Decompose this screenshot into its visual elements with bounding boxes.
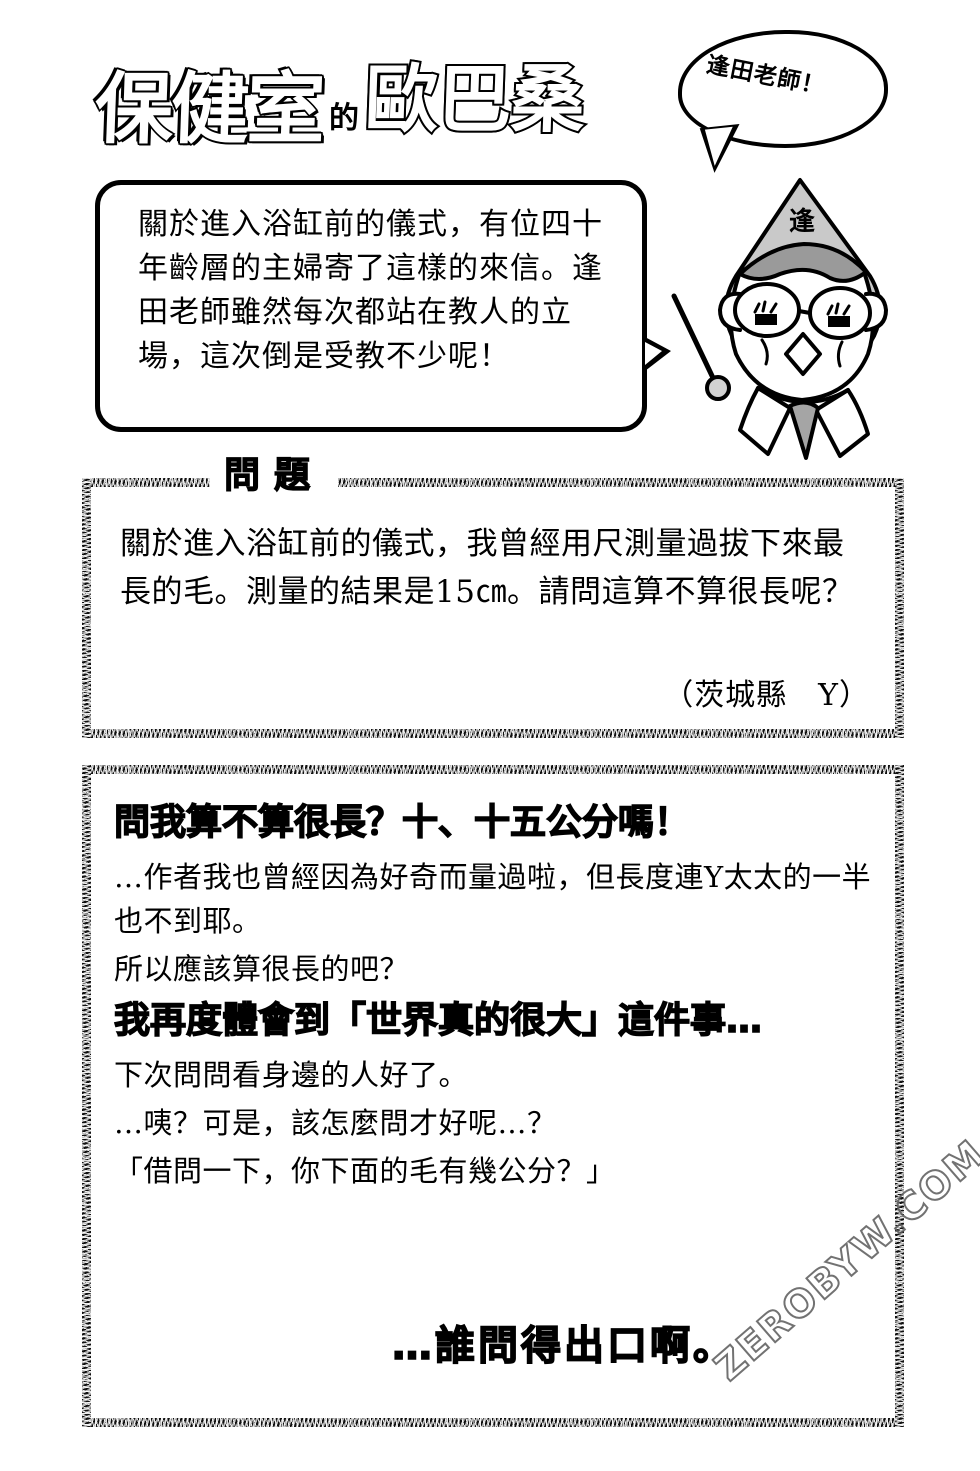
left-cheek-line (760, 338, 769, 366)
page-title: 保健室 的 歐巴桑 (92, 42, 655, 156)
left-collar (738, 386, 792, 456)
answer-box: 問我算不算很長？十、十五公分嗎！ …作者我也曾經因為好奇而量過啦，但長度連Y太太… (82, 765, 904, 1427)
question-box-border-top (82, 478, 904, 487)
question-box-border-bottom (82, 729, 904, 738)
answer-paragraph-1: …作者我也曾經因為好奇而量過啦，但長度連Y太太的一半也不到耶。 (114, 860, 872, 938)
answer-headline-1: 問我算不算很長？十、十五公分嗎！ (113, 801, 691, 843)
character-illustration: 逢 (640, 168, 970, 468)
answer-punchline: …誰問得出口啊。 (391, 1322, 736, 1370)
answer-box-border-bottom (82, 1418, 904, 1427)
question-text: 關於進入浴缸前的儀式，我曾經用尺測量過拔下來最長的毛。測量的結果是15㎝。請問這… (120, 526, 854, 610)
answer-paragraph-4: …咦？可是，該怎麼問才好呢…？ (114, 1106, 557, 1140)
question-heading: 問題 (210, 446, 339, 498)
question-box-border-left (82, 478, 91, 738)
title-particle-text: 的 (329, 101, 360, 136)
character-drawing: 逢 (671, 178, 888, 460)
answer-paragraph-2: 所以應該算很長的吧？ (114, 952, 410, 986)
left-eye (755, 314, 777, 325)
callout-bubble: 逢田老師！ (678, 30, 888, 174)
pointer-grip (705, 375, 731, 401)
question-signature: （茨城縣 Y） (663, 678, 870, 713)
title-sub-text: 歐巴桑 (361, 55, 587, 145)
left-lens (733, 282, 801, 338)
answer-paragraph-5: 「借問一下，你下面的毛有幾公分？」 (114, 1154, 616, 1188)
question-box: 問題 關於進入浴缸前的儀式，我曾經用尺測量過拔下來最長的毛。測量的結果是15㎝。… (82, 446, 904, 738)
left-lashes (753, 300, 778, 314)
question-box-border-right (895, 478, 904, 738)
right-lashes (826, 302, 851, 316)
right-cheek-line (836, 340, 844, 368)
intro-bubble-text: 關於進入浴缸前的儀式，有位四十年齡層的主婦寄了這樣的來信。逢田老師雖然每次都站在… (138, 207, 603, 374)
answer-box-border-left (82, 765, 91, 1427)
shoulder-line (756, 386, 850, 404)
right-ear (864, 291, 888, 332)
title-main-text: 保健室 (92, 63, 326, 156)
pointer-stick (671, 293, 717, 383)
intro-bubble: 關於進入浴缸前的儀式，有位四十年齡層的主婦寄了這樣的來信。逢田老師雖然每次都站在… (95, 180, 647, 432)
glasses-bridge (797, 309, 812, 315)
callout-bubble-tail (699, 124, 745, 174)
answer-box-border-right (895, 765, 904, 1427)
answer-content: 問我算不算很長？十、十五公分嗎！ …作者我也曾經因為好奇而量過啦，但長度連Y太太… (113, 797, 872, 1197)
hair-shape (738, 242, 868, 283)
hood-label: 逢 (789, 206, 815, 237)
right-eye (828, 316, 850, 327)
neck-shadow (788, 400, 820, 460)
answer-paragraph-3: 下次問問看身邊的人好了。 (114, 1058, 469, 1092)
mouth-shape (784, 332, 822, 376)
right-collar (814, 388, 870, 458)
right-lens (808, 286, 872, 340)
answer-box-border-top (82, 765, 904, 774)
intro-bubble-tail (645, 337, 671, 371)
answer-headline-2: 我再度體會到「世界真的很大」這件事… (113, 999, 763, 1041)
